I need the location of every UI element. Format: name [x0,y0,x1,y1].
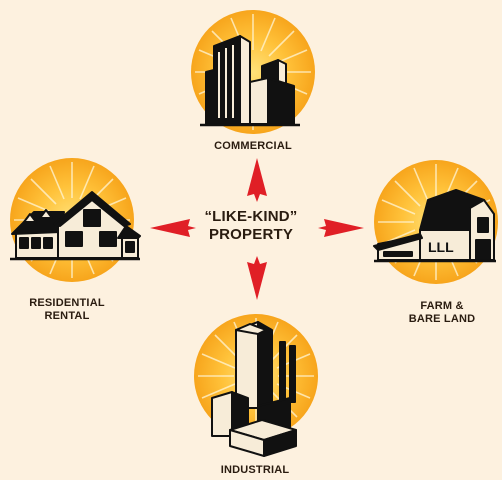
center-title-line2: PROPERTY [208,226,294,243]
label-farm-bare-land: FARM & BARE LAND [408,300,476,325]
label-commercial: COMMERCIAL [214,140,292,152]
house-icon [10,191,141,261]
center-title-line1: “LIKE-KIND” [204,208,298,225]
factory-icon [211,321,297,457]
label-residential-rental: RESIDENTIAL RENTAL [29,297,105,322]
barn-icon: LLL [373,189,496,263]
arrow-left [150,219,196,237]
center-title: “LIKE-KIND” PROPERTY [186,208,316,244]
arrow-down [247,256,267,300]
arrow-up [247,158,267,202]
office-buildings-icon [200,35,300,127]
arrow-right [318,219,364,237]
svg-text:LLL: LLL [428,239,454,255]
label-industrial: INDUSTRIAL [220,464,290,476]
